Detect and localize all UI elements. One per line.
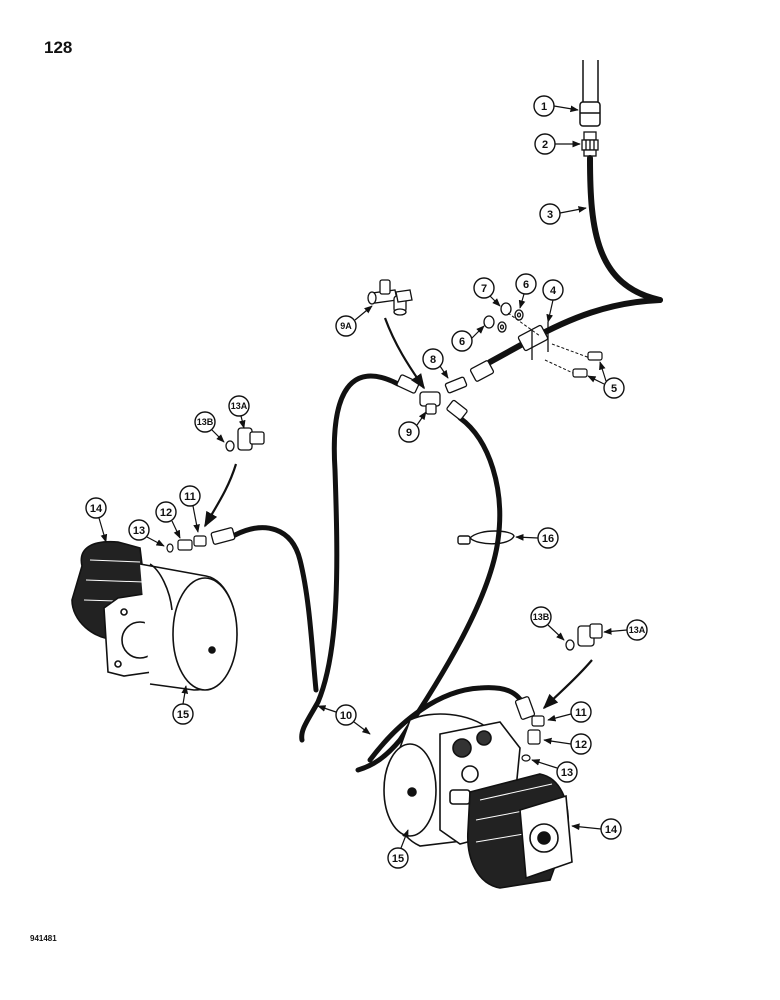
hose-10-right (355, 415, 503, 773)
svg-text:4: 4 (550, 285, 557, 297)
adapter-8 (444, 376, 468, 394)
assembly-arrows (204, 317, 593, 710)
callout-10: 10 (317, 704, 371, 735)
elbow-13a-right (565, 623, 603, 651)
svg-text:11: 11 (575, 707, 587, 719)
tee-fitting-9 (419, 391, 441, 415)
callout-11a: 11 (179, 485, 201, 533)
callout-3: 3 (539, 203, 587, 225)
callout-8: 8 (422, 348, 449, 379)
svg-text:9A: 9A (340, 321, 352, 331)
callout-2: 2 (534, 133, 581, 155)
hose-10-left (299, 373, 401, 743)
hose-left-motor (232, 525, 319, 693)
callout-13a: 13 (128, 519, 165, 547)
nuts-washers (483, 302, 541, 337)
hose-end-fittings (210, 360, 536, 720)
tee-fitting-9a (367, 279, 413, 316)
callout-13Ab: 13A (603, 619, 648, 641)
callout-12a: 12 (155, 501, 181, 539)
svg-text:3: 3 (547, 209, 553, 221)
callout-9a: 9A (335, 305, 373, 337)
clamp-bolts (544, 343, 603, 378)
callout-14a: 14 (85, 497, 108, 543)
callout-15b: 15 (387, 829, 409, 869)
svg-text:11: 11 (184, 491, 196, 503)
callout-13b: 13 (531, 759, 578, 783)
svg-text:2: 2 (542, 139, 548, 151)
svg-text:16: 16 (542, 533, 554, 545)
callout-16: 16 (515, 527, 559, 549)
svg-text:13B: 13B (533, 612, 550, 622)
svg-text:9: 9 (406, 427, 412, 439)
callout-11b: 11 (547, 701, 592, 723)
callout-4: 4 (542, 279, 564, 323)
elbow-13a-left (225, 427, 265, 452)
page-number: 128 (44, 38, 73, 57)
figure-code: 941481 (30, 934, 57, 943)
callout-12b: 12 (543, 733, 592, 755)
callout-14b: 14 (571, 818, 622, 840)
hose-right-motor (367, 685, 527, 763)
svg-text:6: 6 (459, 336, 465, 348)
svg-text:5: 5 (611, 383, 617, 395)
callout-1: 1 (533, 95, 579, 117)
svg-text:10: 10 (340, 710, 352, 722)
svg-text:15: 15 (392, 853, 404, 865)
svg-text:12: 12 (575, 739, 587, 751)
svg-text:12: 12 (160, 507, 172, 519)
hose-clamp (517, 322, 549, 360)
svg-text:6: 6 (523, 279, 529, 291)
hose-4 (487, 297, 663, 365)
callout-13Aa: 13A (228, 395, 250, 429)
svg-text:7: 7 (481, 283, 487, 295)
svg-text:8: 8 (430, 354, 436, 366)
tie-strap-16 (457, 530, 515, 545)
right-motor (383, 713, 573, 889)
adapter-fitting (581, 131, 599, 157)
left-fittings (166, 535, 207, 553)
callout-5: 5 (587, 361, 625, 399)
top-pipe (582, 60, 599, 102)
svg-text:13B: 13B (197, 417, 214, 427)
svg-text:13A: 13A (629, 625, 646, 635)
callout-15a: 15 (172, 685, 194, 725)
callout-6b: 6 (451, 325, 485, 352)
callout-13Ba: 13B (194, 411, 225, 443)
svg-text:15: 15 (177, 709, 189, 721)
svg-text:13A: 13A (231, 401, 248, 411)
callout-13Bb: 13B (530, 606, 565, 641)
hoses (232, 155, 663, 773)
callout-7: 7 (473, 277, 501, 307)
svg-text:14: 14 (90, 503, 103, 515)
svg-text:1: 1 (541, 101, 547, 113)
callout-9: 9 (398, 411, 427, 443)
callout-6a: 6 (515, 273, 537, 309)
hose-3 (587, 155, 663, 303)
svg-text:13: 13 (561, 767, 573, 779)
right-fittings (521, 715, 545, 762)
svg-text:14: 14 (605, 824, 618, 836)
svg-text:13: 13 (133, 525, 145, 537)
nut-fitting (579, 101, 601, 127)
left-motor (71, 540, 238, 691)
